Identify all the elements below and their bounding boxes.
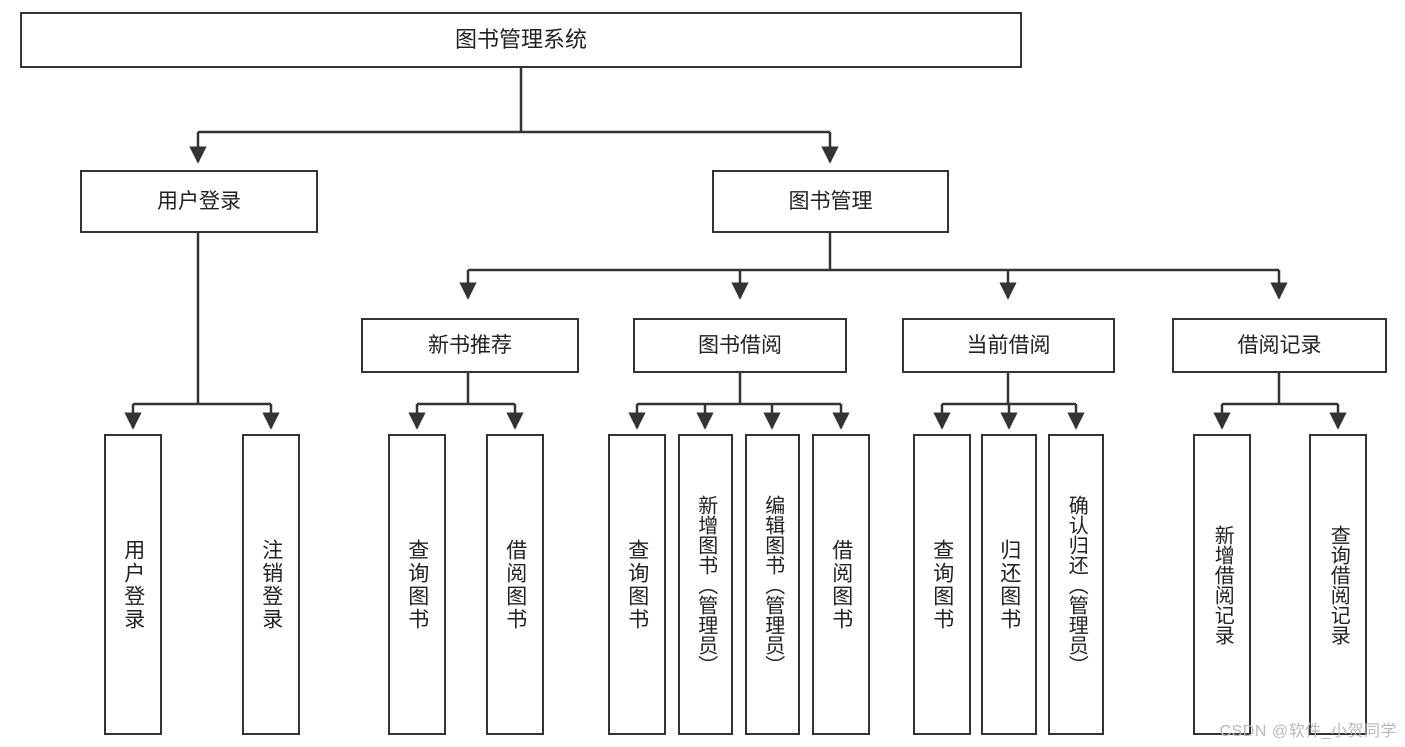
- node-leaf-query-book-2[interactable]: 查询图书: [608, 434, 666, 735]
- node-leaf-query-book-1[interactable]: 查询图书: [388, 434, 446, 735]
- node-leaf-return-book[interactable]: 归还图书: [981, 434, 1037, 735]
- node-leaf-borrow-book-1[interactable]: 借阅图书: [486, 434, 544, 735]
- node-book-borrow[interactable]: 图书借阅: [633, 318, 847, 373]
- node-leaf-query-book-3[interactable]: 查询图书: [913, 434, 971, 735]
- node-leaf-edit-book[interactable]: 编辑图书（管理员）: [745, 434, 800, 735]
- node-leaf-borrow-book-2[interactable]: 借阅图书: [812, 434, 870, 735]
- node-leaf-query-record[interactable]: 查询借阅记录: [1309, 434, 1367, 735]
- node-user-login[interactable]: 用户登录: [80, 170, 318, 233]
- node-leaf-add-book[interactable]: 新增图书（管理员）: [678, 434, 733, 735]
- node-book-manage[interactable]: 图书管理: [712, 170, 949, 233]
- node-leaf-confirm-return[interactable]: 确认归还（管理员）: [1048, 434, 1104, 735]
- node-borrow-record[interactable]: 借阅记录: [1172, 318, 1387, 373]
- node-new-book-rec[interactable]: 新书推荐: [361, 318, 579, 373]
- node-leaf-user-logout[interactable]: 注销登录: [242, 434, 300, 735]
- node-root[interactable]: 图书管理系统: [20, 12, 1022, 68]
- node-current-borrow[interactable]: 当前借阅: [902, 318, 1115, 373]
- csdn-watermark: CSDN @软件_小贺同学: [1219, 723, 1397, 740]
- node-leaf-add-record[interactable]: 新增借阅记录: [1193, 434, 1251, 735]
- node-leaf-user-login[interactable]: 用户登录: [104, 434, 162, 735]
